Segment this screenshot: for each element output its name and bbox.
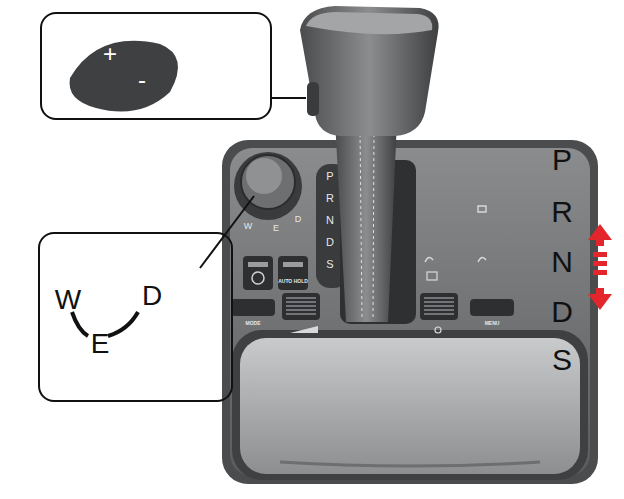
gear-label: D bbox=[551, 297, 573, 327]
gear-label: P bbox=[552, 145, 572, 175]
gear-label: W bbox=[244, 222, 253, 231]
callout-text: W bbox=[55, 286, 81, 314]
gear-label: S bbox=[326, 259, 333, 270]
gear-label: R bbox=[326, 193, 334, 204]
gear-label: E bbox=[273, 224, 279, 233]
callout-text: + bbox=[103, 42, 117, 66]
gear-label: AUTO HOLD bbox=[278, 279, 308, 284]
gear-label: N bbox=[326, 215, 334, 226]
gear-label: D bbox=[326, 237, 334, 248]
callout-box: +- bbox=[40, 12, 272, 120]
gear-label: N bbox=[551, 247, 573, 277]
callout-text: D bbox=[142, 282, 162, 310]
callout-text: E bbox=[91, 330, 110, 358]
callout-text: - bbox=[138, 68, 146, 92]
gear-label: R bbox=[551, 197, 573, 227]
gear-label: MODE bbox=[246, 321, 261, 326]
gear-label: MENU bbox=[485, 321, 500, 326]
gear-label: D bbox=[295, 215, 302, 224]
callout-box: WE D bbox=[38, 232, 233, 402]
gear-label: P bbox=[326, 171, 333, 182]
gear-label: S bbox=[552, 345, 572, 375]
